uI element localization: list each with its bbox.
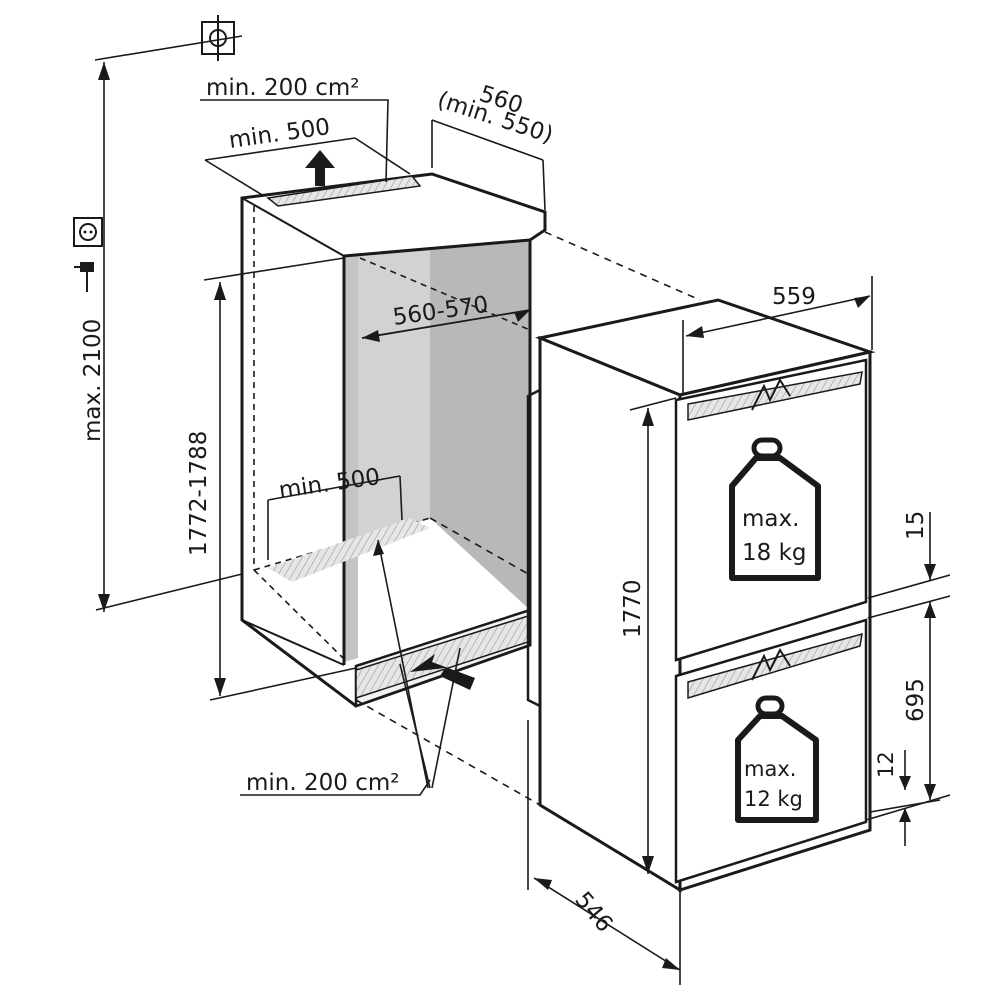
- niche-left-wall: [344, 255, 358, 662]
- dim-niche-width: [361, 309, 531, 342]
- airflow-arrow-icon: [410, 654, 475, 690]
- dim-floor-depth: [267, 475, 403, 560]
- niche-height-label: 1772-1788: [186, 431, 212, 556]
- airflow-arrow-icon: [305, 150, 335, 186]
- vent-floor: [268, 518, 430, 582]
- upper-door: [674, 358, 868, 662]
- upper-weight-line2: 18 kg: [742, 540, 807, 566]
- vent-bottom-area-label: min. 200 cm²: [246, 770, 399, 796]
- dim-appliance-depth: [527, 720, 681, 985]
- niche-side-wall: [430, 240, 530, 610]
- max-height-label: max. 2100: [80, 319, 106, 442]
- upper-hinge-icon: [687, 371, 863, 421]
- upper-weight-line1: max.: [742, 506, 799, 532]
- appliance-height-label: 1770: [620, 579, 646, 638]
- dim-appliance-width: [682, 276, 873, 393]
- dim-max-height: [95, 62, 243, 612]
- appliance-depth-label: 546: [569, 887, 617, 937]
- appliance-width-label: 559: [772, 284, 816, 310]
- niche-back-wall: [358, 248, 430, 548]
- lower-hinge-icon: [687, 632, 863, 700]
- weight-icon: [735, 695, 819, 823]
- vent-top-area-label: min. 200 cm²: [206, 75, 359, 101]
- plug-icon: [74, 262, 94, 292]
- socket-icon: [73, 217, 103, 247]
- top-gap-label: 15: [903, 511, 929, 540]
- lower-weight-line2: 12 kg: [744, 787, 803, 811]
- floor-plan-icon: [94, 15, 243, 61]
- dim-vent-top-depth: [204, 137, 411, 197]
- vent-top: [266, 175, 422, 207]
- lower-weight-line1: max.: [744, 757, 796, 781]
- dim-appliance-height: [629, 397, 677, 874]
- lower-door-height-label: 695: [903, 678, 929, 722]
- dim-niche-depth-top: [431, 119, 546, 211]
- niche: [240, 172, 547, 708]
- vent-top-depth-label: min. 500: [227, 114, 332, 154]
- dim-niche-height: [203, 257, 357, 701]
- appliance-side: [538, 335, 682, 893]
- bottom-gap-label: 12: [874, 751, 898, 778]
- dim-gaps: [865, 512, 951, 846]
- weight-icon: [729, 437, 821, 581]
